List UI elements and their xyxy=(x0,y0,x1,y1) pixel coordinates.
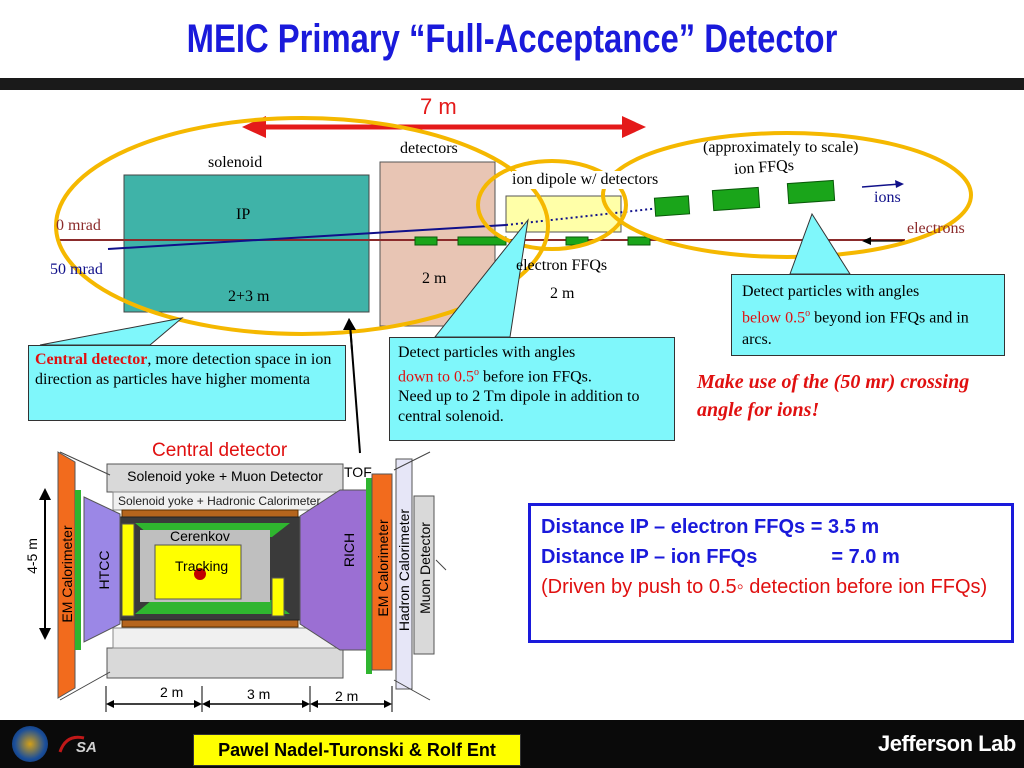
svg-text:SA: SA xyxy=(76,739,97,756)
ion-ffq xyxy=(786,179,836,205)
electron-ffqs-label: electron FFQs xyxy=(516,257,608,274)
distance-summary-box: Distance IP – electron FFQs = 3.5 m Dist… xyxy=(528,503,1014,643)
central-detector-heading: Central detector xyxy=(152,440,288,461)
dipole-callout-red: down to 0.5 xyxy=(398,368,474,386)
guide-line xyxy=(59,671,111,701)
ffq-callout: Detect particles with angles below 0.5o … xyxy=(731,274,1005,356)
ffq-callout-red: below 0.5 xyxy=(742,309,806,327)
ion-ffq xyxy=(711,186,761,212)
central-detector-diagram xyxy=(39,451,447,712)
em-cal-left xyxy=(57,451,76,699)
jsa-logo-icon: SA xyxy=(56,730,108,760)
electron-ffq xyxy=(627,236,651,246)
yoke-muon-label: Solenoid yoke + Muon Detector xyxy=(127,468,323,484)
muon-detector xyxy=(413,495,435,655)
solenoid-label: solenoid xyxy=(208,154,263,171)
distance-ion-line-label: Distance IP – ion FFQs xyxy=(541,546,758,568)
em-cal-right xyxy=(371,473,393,671)
ffq-region-ellipse xyxy=(601,131,973,259)
ip-label: IP xyxy=(236,206,251,223)
dipole-callout-sup: o xyxy=(474,367,479,378)
length-label: 7 m xyxy=(420,94,457,119)
distance-note: (Driven by push to 0.5◦ detection before… xyxy=(541,576,988,598)
ffq-callout-line1: Detect particles with angles xyxy=(742,283,920,300)
yoke-top xyxy=(106,463,344,493)
guide-line xyxy=(393,451,431,471)
dipole-callout: Detect particles with angles down to 0.5… xyxy=(389,337,675,441)
side-panel-right xyxy=(271,577,285,617)
tof-label: TOF xyxy=(344,464,372,480)
solenoid-block xyxy=(123,174,370,313)
jefferson-lab-logo: Jefferson Lab xyxy=(878,731,1016,756)
crossing-angle-note: Make use of the (50 mr) crossing angle f… xyxy=(697,371,970,421)
detectors-length-label: 2 m xyxy=(422,270,447,287)
solenoid-length-label: 2+3 m xyxy=(228,288,270,305)
fifty-mrad-label: 50 mrad xyxy=(50,261,103,278)
cerenkov-bottom xyxy=(135,600,290,614)
dipole-callout-after: before ion FFQs. xyxy=(479,368,592,386)
ffq-callout-pointer xyxy=(789,212,851,275)
rich-block xyxy=(299,489,373,651)
side-panel-left xyxy=(121,523,135,617)
zero-mrad-label: 0 mrad xyxy=(56,217,101,234)
central-detector-arrow xyxy=(343,318,361,454)
cerenkov-label: Cerenkov xyxy=(170,528,230,544)
rich-label: RICH xyxy=(341,532,357,568)
ion-beamline-dotted xyxy=(505,207,661,226)
ions-arrow xyxy=(861,183,901,188)
dim-left-label: 2 m xyxy=(160,684,184,700)
electrons-label: electrons xyxy=(907,220,965,237)
ffq-callout-sup: o xyxy=(805,308,811,319)
guide-line xyxy=(59,451,111,476)
htcc-block xyxy=(83,496,121,643)
tracking-label: Tracking xyxy=(175,558,229,574)
guide-line xyxy=(393,679,431,701)
ions-label: ions xyxy=(874,189,901,206)
central-callout-pointer xyxy=(39,317,184,346)
em-cal-left-edge xyxy=(75,490,81,650)
dim-right-label: 2 m xyxy=(335,688,359,704)
detectors-label: detectors xyxy=(400,140,458,157)
tof-bar-top xyxy=(121,509,299,518)
electron-ffq xyxy=(457,236,507,246)
ion-beamline xyxy=(107,224,507,250)
ffq-callout-after: beyond ion FFQs and in arcs. xyxy=(742,309,969,349)
ion-ffq xyxy=(653,195,691,217)
htcc-label: HTCC xyxy=(96,550,112,590)
em-cal-left-label: EM Calorimeter xyxy=(59,525,75,623)
doe-seal-icon xyxy=(12,726,48,762)
distance-ion-line-value: = 7.0 m xyxy=(831,546,900,568)
credit-banner: Pawel Nadel-Turonski & Rolf Ent xyxy=(193,734,521,766)
dipole-callout-line3: Need up to 2 Tm dipole in addition to ce… xyxy=(398,388,640,426)
central-callout-bold: Central detector xyxy=(35,351,148,368)
hadron-cal xyxy=(395,458,413,690)
page-title: MEIC Primary “Full-Acceptance” Detector xyxy=(186,17,838,61)
dipole-callout-line1: Detect particles with angles xyxy=(398,344,576,361)
hadron-cal-label: Hadron Calorimeter xyxy=(396,508,412,632)
top-layout-diagram xyxy=(39,116,973,350)
electron-ffq xyxy=(414,236,438,246)
dim-mid-label: 3 m xyxy=(247,686,271,702)
em-cal-right-label: EM Calorimeter xyxy=(375,519,391,617)
scale-note: (approximately to scale) xyxy=(703,139,859,156)
electron-ffqs-length-label: 2 m xyxy=(550,285,575,302)
em-cal-right-edge xyxy=(366,478,372,674)
distance-electron-line: Distance IP – electron FFQs = 3.5 m xyxy=(541,516,880,538)
yoke-hadronic-label: Solenoid yoke + Hadronic Calorimeter xyxy=(118,494,321,508)
dipole-region-ellipse xyxy=(476,159,628,251)
yoke-bottom xyxy=(106,647,344,679)
title-divider xyxy=(0,78,1024,90)
central-detector-callout: Central detector, more detection space i… xyxy=(28,345,346,421)
height-label: 4-5 m xyxy=(24,538,40,574)
muon-det-label: Muon Detector xyxy=(417,522,433,614)
hadronic-cal-bottom xyxy=(112,627,340,649)
central-region-ellipse xyxy=(54,116,550,336)
guide-line xyxy=(435,559,447,571)
ion-dipole-label: ion dipole w/ detectors xyxy=(512,171,659,189)
interaction-point xyxy=(194,568,206,580)
tof-bar-bottom xyxy=(121,619,299,628)
central-callout-text: , more detection space in ion direction … xyxy=(35,351,332,388)
